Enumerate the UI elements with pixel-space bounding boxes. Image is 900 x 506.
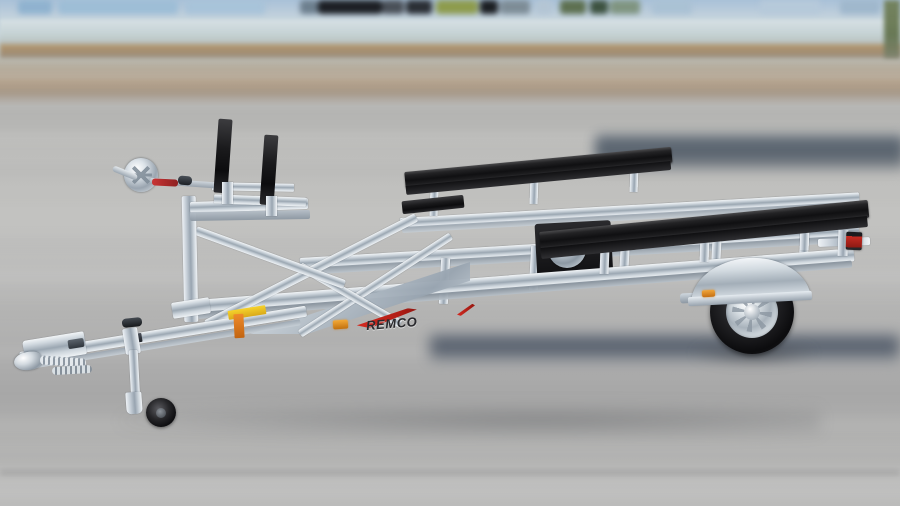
- sky-background-blobs: [0, 0, 900, 24]
- winch-drum-spokes: [130, 164, 152, 186]
- sky-blob: [652, 0, 692, 14]
- sky-blob: [590, 0, 608, 14]
- sky-blob: [500, 0, 530, 14]
- winch-knob: [177, 175, 193, 186]
- sky-blob: [840, 0, 880, 14]
- jockey-wheel-handle: [121, 316, 143, 329]
- background-streak: [0, 502, 900, 506]
- sky-blob: [18, 0, 52, 14]
- sky-blob: [185, 0, 265, 14]
- bow-stop-base-right: [266, 196, 277, 216]
- winch-hook: [151, 178, 179, 187]
- jockey-wheel-fork: [125, 391, 143, 415]
- sky-blob: [300, 0, 318, 14]
- hub-cap: [744, 304, 760, 320]
- ground-line: [0, 470, 900, 475]
- winch-arm-shadow: [189, 209, 311, 222]
- mudguard-reflector: [701, 289, 716, 298]
- sky-blob: [536, 0, 552, 14]
- sky-blob: [382, 0, 404, 14]
- coupler-ball-socket: [12, 349, 44, 373]
- horizon-brown-band: [0, 44, 900, 58]
- sky-blob: [436, 0, 478, 14]
- warning-sticker-orange: [233, 313, 245, 339]
- sky-blob: [58, 0, 178, 14]
- background-streak: [0, 476, 900, 488]
- contact-shadow: [120, 404, 820, 438]
- background-streak: [0, 134, 900, 143]
- jockey-wheel-hub: [156, 408, 166, 418]
- sky-blob: [610, 0, 640, 14]
- safety-chain: [51, 364, 93, 376]
- background-streak: [0, 418, 900, 432]
- sky-blob: [480, 0, 498, 14]
- background-streak: [0, 242, 900, 249]
- background-vehicle-blur-lower: [430, 335, 900, 361]
- background-streak: [0, 102, 900, 107]
- sky-blob: [406, 0, 432, 14]
- bow-stop-base-left: [222, 182, 233, 204]
- background-streak: [0, 74, 900, 81]
- background-streak: [0, 206, 900, 216]
- side-reflector-amber: [332, 319, 349, 330]
- horizon-wall: [0, 20, 900, 46]
- rear-tail-light: [845, 231, 863, 251]
- sky-blob: [560, 0, 586, 14]
- background-streak: [0, 308, 900, 314]
- tree-icon: [884, 0, 900, 58]
- sky-blob: [760, 0, 820, 14]
- background-streak: [0, 454, 900, 462]
- background-streak: [0, 386, 900, 394]
- sky-blob: [318, 0, 382, 14]
- bow-stop-upright-right: [259, 134, 279, 206]
